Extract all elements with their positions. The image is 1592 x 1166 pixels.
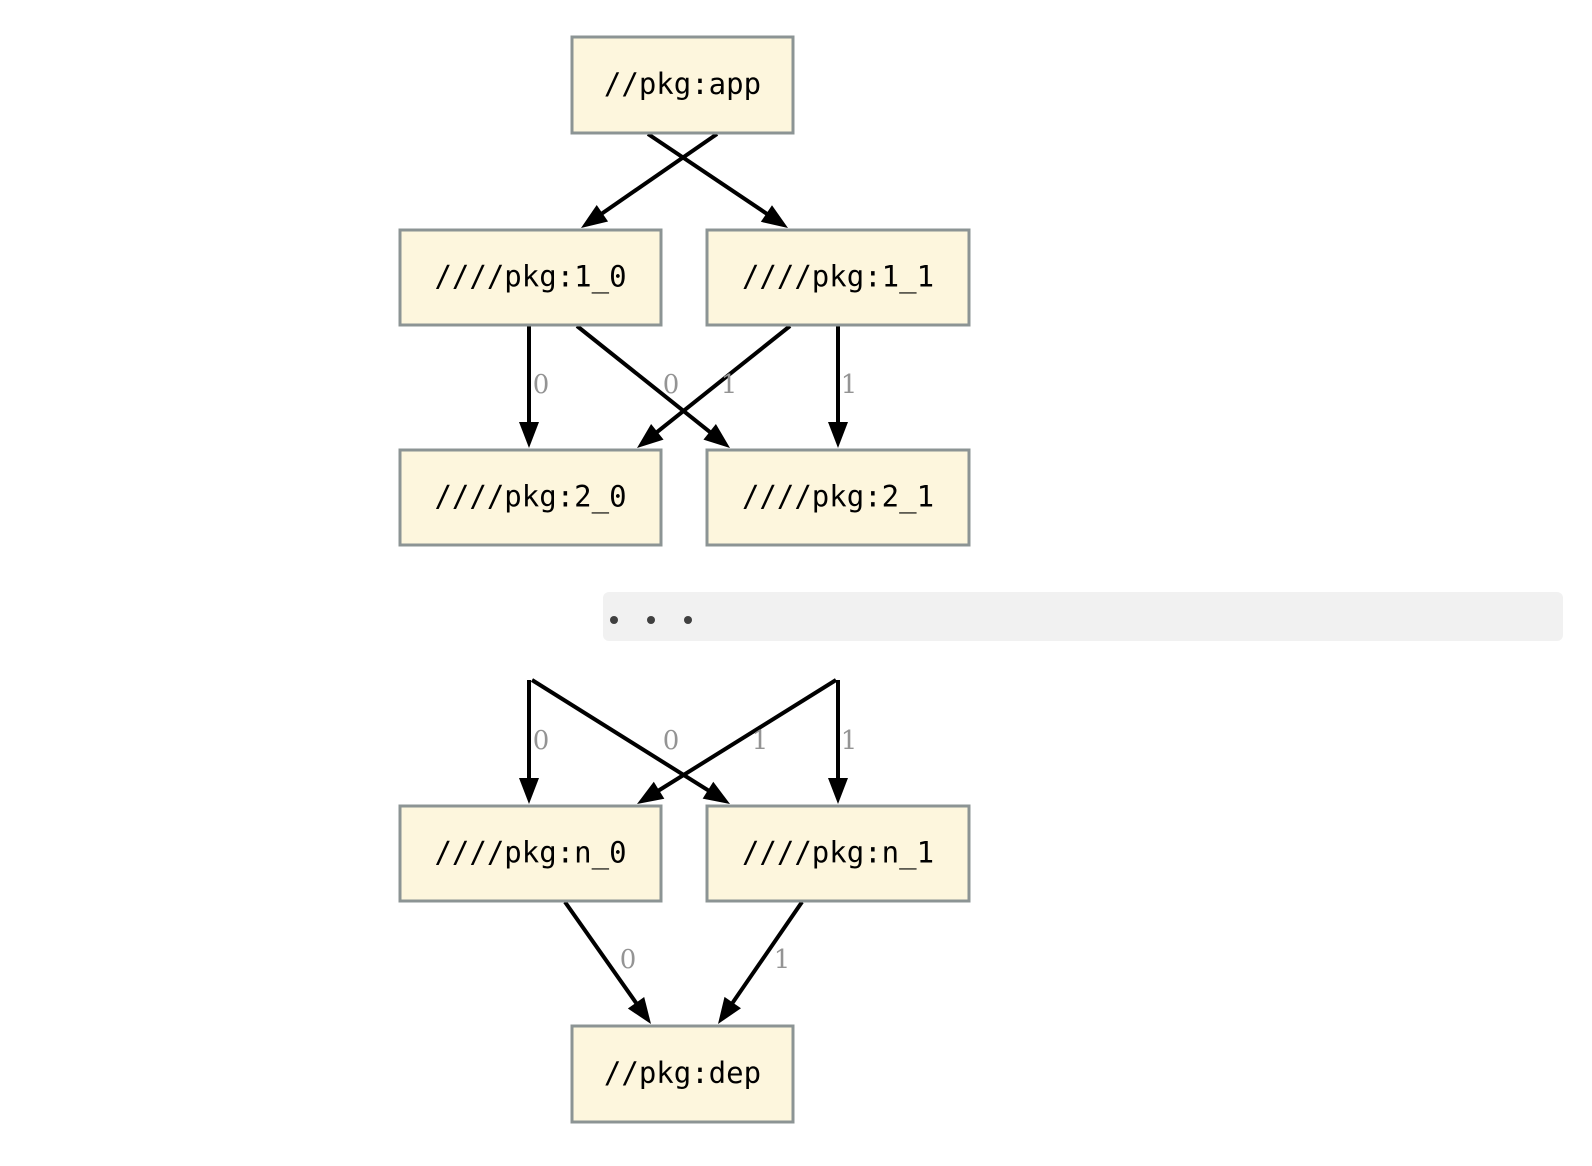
edge-arrowhead [519,778,539,804]
edge-label: 0 [533,726,550,756]
edge-arrowhead [627,996,651,1024]
edge-arrowhead [718,996,741,1024]
edge-line [654,678,838,795]
ellipsis-dot-2 [684,616,692,624]
edge-arrowhead [519,422,539,448]
edge-label: 0 [663,370,680,400]
node-l1_1[interactable]: ////pkg:1_1 [705,228,971,327]
edge-line [597,132,719,218]
edge-label: 1 [774,945,791,975]
node-box[interactable] [398,804,663,903]
edge-label: 1 [721,370,738,400]
edge-arrowhead [828,778,848,804]
node-l2_0[interactable]: ////pkg:2_0 [398,448,663,547]
node-ln_0[interactable]: ////pkg:n_0 [398,804,663,903]
node-label: ////pkg:n_0 [434,836,626,871]
edge-arrowhead [637,423,664,448]
edge-arrowhead [828,422,848,448]
edge-line [530,678,713,795]
node-l1_0[interactable]: ////pkg:1_0 [398,228,663,327]
edge-line [652,324,792,436]
edge-label: 0 [533,370,550,400]
edge-label: 0 [663,726,680,756]
node-box[interactable] [705,228,971,327]
node-box[interactable] [705,804,971,903]
node-box[interactable] [570,1024,795,1124]
edge-line [728,900,804,1008]
edge-label-layer: 0 0 1 1 0 0 1 1 0 1 [533,370,858,975]
node-label: ////pkg:1_0 [434,260,626,295]
node-box[interactable] [398,228,663,327]
edge-arrowhead [637,781,665,804]
edge-line [575,324,715,436]
edge-layer [519,132,848,1024]
node-layer: //pkg:app ////pkg:1_0 ////pkg:1_1 ////pkg:2… [398,35,971,1124]
node-label: //pkg:app [604,67,761,101]
edge-arrowhead [702,781,730,804]
edge-line [563,900,640,1008]
node-dep[interactable]: //pkg:dep [570,1024,795,1124]
node-box[interactable] [705,448,971,547]
ellipsis-band-layer [603,592,1563,641]
node-label: ////pkg:1_1 [742,260,934,295]
node-box[interactable] [570,35,795,135]
ellipsis-band [603,592,1563,641]
edge-arrowhead [703,423,730,448]
edge-line [646,132,771,218]
edge-arrowhead [581,204,609,228]
node-label: ////pkg:2_1 [742,480,934,515]
ellipsis-dot-0 [610,616,618,624]
edge-arrowhead [760,205,788,228]
edge-label: 0 [620,945,637,975]
node-l2_1[interactable]: ////pkg:2_1 [705,448,971,547]
edge-label: 1 [841,370,858,400]
node-label: ////pkg:2_0 [434,480,626,515]
node-label: //pkg:dep [604,1056,761,1090]
node-box[interactable] [398,448,663,547]
ellipsis-dot-1 [647,616,655,624]
node-label: ////pkg:n_1 [742,836,934,871]
edge-label: 1 [752,726,769,756]
node-app[interactable]: //pkg:app [570,35,795,135]
node-ln_1[interactable]: ////pkg:n_1 [705,804,971,903]
edge-label: 1 [841,726,858,756]
